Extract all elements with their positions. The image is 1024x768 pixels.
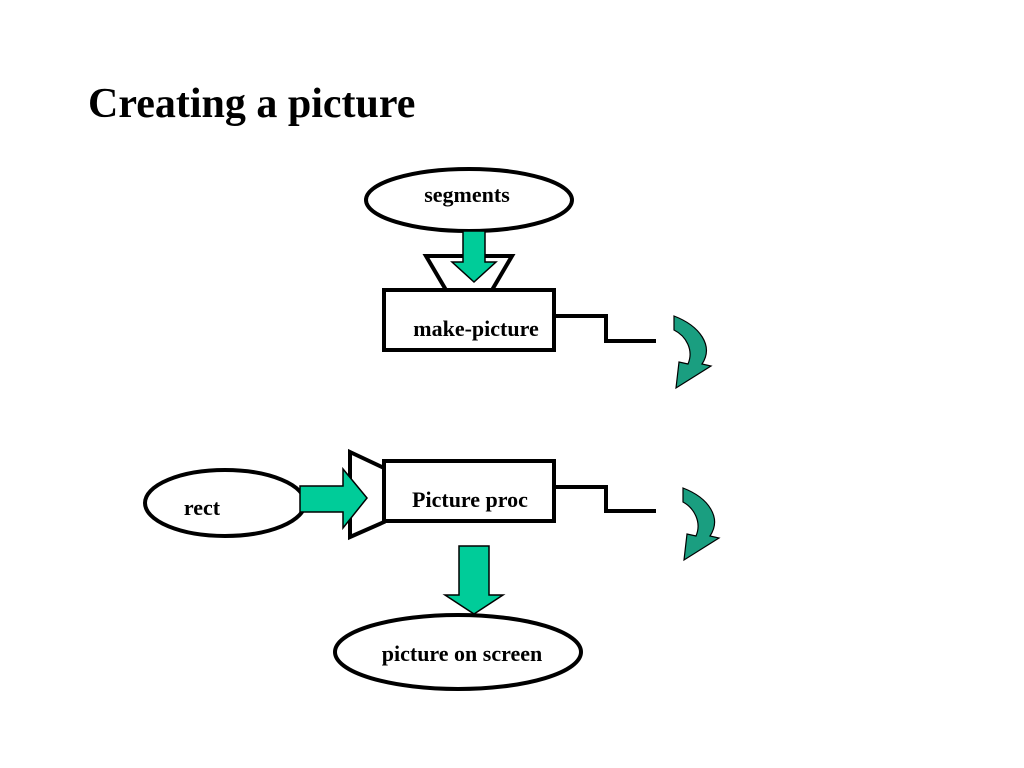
make-picture-curved-arrow-icon	[673, 315, 713, 390]
picture-on-screen-label: picture on screen	[382, 641, 543, 666]
slide-title: Creating a picture	[88, 81, 416, 127]
rect-node: rect	[143, 468, 307, 538]
make-picture-box	[382, 288, 556, 352]
rect-to-picture-proc-arrow	[299, 466, 368, 531]
picture-proc-output-connector	[554, 485, 656, 513]
make-picture-output-connector	[554, 314, 656, 343]
make-picture-label: make-picture	[413, 316, 539, 341]
picture-proc-label: Picture proc	[412, 487, 528, 512]
picture-on-screen-ellipse	[333, 613, 583, 691]
picture-proc-curved-arrow-icon	[682, 487, 721, 562]
rect-label: rect	[184, 495, 221, 520]
picture-on-screen-node: picture on screen	[333, 613, 583, 691]
picture-proc-to-screen-arrow	[442, 545, 506, 615]
segments-label: segments	[424, 182, 510, 207]
segments-node: segments	[364, 167, 574, 233]
segments-to-make-picture-arrow	[450, 230, 498, 284]
rect-ellipse	[143, 468, 307, 538]
picture-proc-box	[382, 459, 556, 523]
make-picture-node: make-picture	[382, 288, 556, 352]
picture-proc-node: Picture proc	[382, 459, 556, 523]
